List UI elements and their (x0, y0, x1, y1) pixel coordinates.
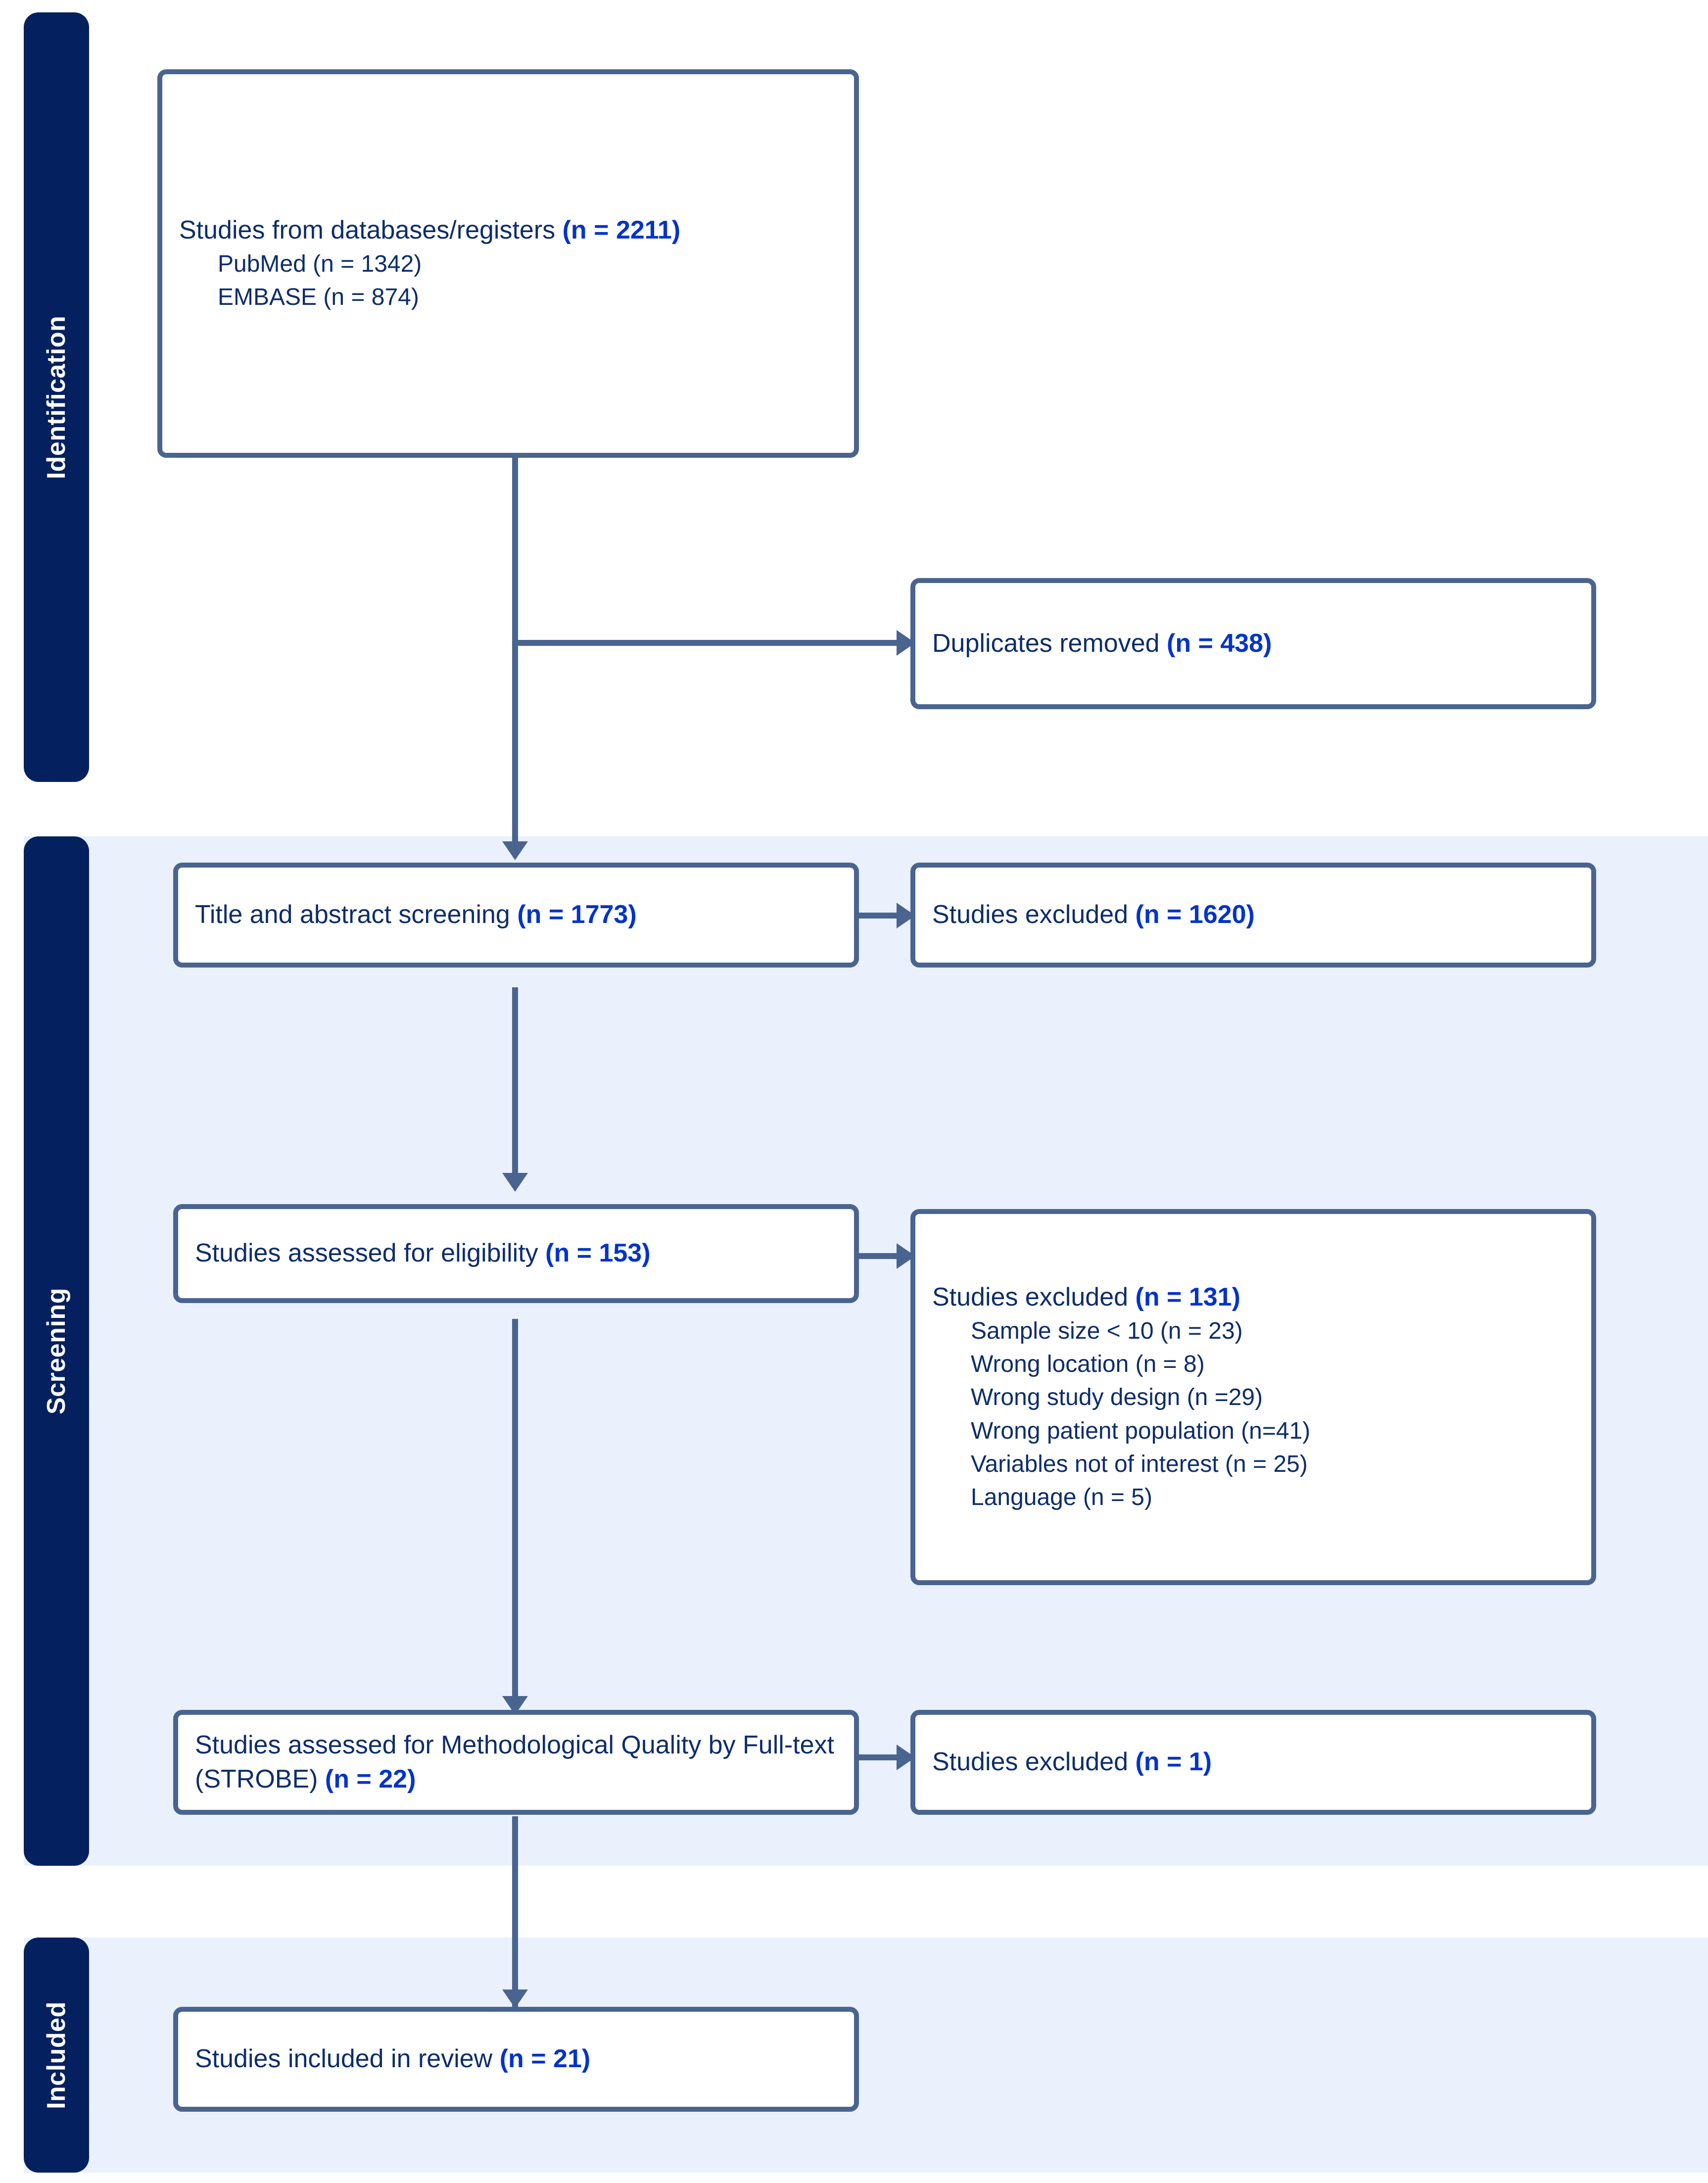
exclusion-reason-item: Wrong study design (n =29) (971, 1384, 1263, 1411)
strobe-label: Studies assessed for Methodological Qual… (195, 1730, 834, 1794)
excluded-eligibility-headline: Studies excluded (n = 131) (932, 1280, 1574, 1314)
included-label: Studies included in review (195, 2044, 493, 2074)
box-studies-excluded-strobe-text: Studies excluded (n = 1) (915, 1745, 1591, 1779)
connector-strobe-to-included (512, 1816, 518, 2012)
box-studies-from-databases-headline: Studies from databases/registers (n = 22… (179, 213, 837, 247)
excluded-eligibility-count: (n = 131) (1135, 1282, 1240, 1311)
excluded-eligibility-label: Studies excluded (932, 1282, 1129, 1311)
strobe-count: (n = 22) (325, 1765, 416, 1794)
sources-sublist-item: EMBASE (n = 874) (218, 284, 419, 311)
box-studies-excluded-screening[interactable]: Studies excluded (n = 1620) (910, 863, 1596, 968)
box-studies-assessed-strobe-text: Studies assessed for Methodological Qual… (178, 1728, 854, 1796)
eligibility-count: (n = 153) (545, 1239, 651, 1268)
box-studies-assessed-strobe[interactable]: Studies assessed for Methodological Qual… (173, 1710, 859, 1815)
exclusion-reason-item: Variables not of interest (n = 25) (971, 1451, 1308, 1477)
box-duplicates-removed[interactable]: Duplicates removed (n = 438) (910, 578, 1596, 709)
excluded-strobe-count: (n = 1) (1135, 1747, 1212, 1777)
sources-count: (n = 2211) (562, 215, 681, 244)
included-count: (n = 21) (499, 2044, 591, 2074)
stage-label-identification: Identification (42, 315, 71, 479)
arrow-into-eligibility (502, 1173, 528, 1192)
connector-title-to-eligibility (512, 987, 518, 1180)
box-studies-included-in-review-text: Studies included in review (n = 21) (178, 2042, 854, 2076)
excluded-strobe-label: Studies excluded (932, 1747, 1129, 1777)
stage-tab-included: Included (24, 1938, 89, 2173)
connector-sources-down (512, 458, 518, 849)
connector-to-duplicates (512, 640, 903, 646)
excluded-screening-label: Studies excluded (932, 900, 1129, 929)
exclusion-reason-item: Language (n = 5) (971, 1484, 1152, 1510)
stage-tab-identification: Identification (24, 12, 89, 782)
sources-sublist-item: PubMed (n = 1342) (218, 250, 422, 277)
exclusion-reason-item: Wrong location (n = 8) (971, 1351, 1205, 1378)
connector-eligibility-to-strobe (512, 1319, 518, 1715)
stage-label-screening: Screening (42, 1288, 71, 1414)
box-studies-excluded-eligibility[interactable]: Studies excluded (n = 131) Sample size <… (910, 1209, 1596, 1585)
box-studies-excluded-screening-text: Studies excluded (n = 1620) (915, 898, 1591, 932)
box-studies-excluded-strobe[interactable]: Studies excluded (n = 1) (910, 1710, 1596, 1815)
stage-label-included: Included (42, 2001, 71, 2109)
excluded-eligibility-reasons: Sample size < 10 (n = 23) Wrong location… (932, 1314, 1574, 1514)
box-title-abstract-screening-text: Title and abstract screening (n = 1773) (178, 898, 854, 932)
eligibility-label: Studies assessed for eligibility (195, 1239, 538, 1268)
box-studies-from-databases-text: Studies from databases/registers (n = 22… (162, 213, 854, 314)
duplicates-label: Duplicates removed (932, 629, 1160, 658)
arrow-into-included (502, 1989, 528, 2008)
box-studies-assessed-eligibility[interactable]: Studies assessed for eligibility (n = 15… (173, 1204, 859, 1303)
box-studies-included-in-review[interactable]: Studies included in review (n = 21) (173, 2007, 859, 2112)
title-abstract-count: (n = 1773) (517, 900, 637, 929)
box-studies-excluded-eligibility-text: Studies excluded (n = 131) Sample size <… (915, 1280, 1591, 1514)
sources-sublist: PubMed (n = 1342) EMBASE (n = 874) (179, 247, 837, 314)
box-duplicates-removed-text: Duplicates removed (n = 438) (915, 627, 1591, 661)
exclusion-reason-item: Wrong patient population (n=41) (971, 1417, 1311, 1444)
sources-label: Studies from databases/registers (179, 215, 556, 244)
excluded-screening-count: (n = 1620) (1135, 900, 1255, 929)
exclusion-reason-item: Sample size < 10 (n = 23) (971, 1318, 1243, 1345)
box-title-abstract-screening[interactable]: Title and abstract screening (n = 1773) (173, 863, 859, 968)
title-abstract-label: Title and abstract screening (195, 900, 510, 929)
stage-tab-screening: Screening (24, 836, 89, 1866)
arrow-into-title-abstract (502, 841, 528, 860)
duplicates-count: (n = 438) (1167, 629, 1272, 658)
box-studies-assessed-eligibility-text: Studies assessed for eligibility (n = 15… (178, 1236, 854, 1270)
box-studies-from-databases[interactable]: Studies from databases/registers (n = 22… (157, 69, 859, 458)
